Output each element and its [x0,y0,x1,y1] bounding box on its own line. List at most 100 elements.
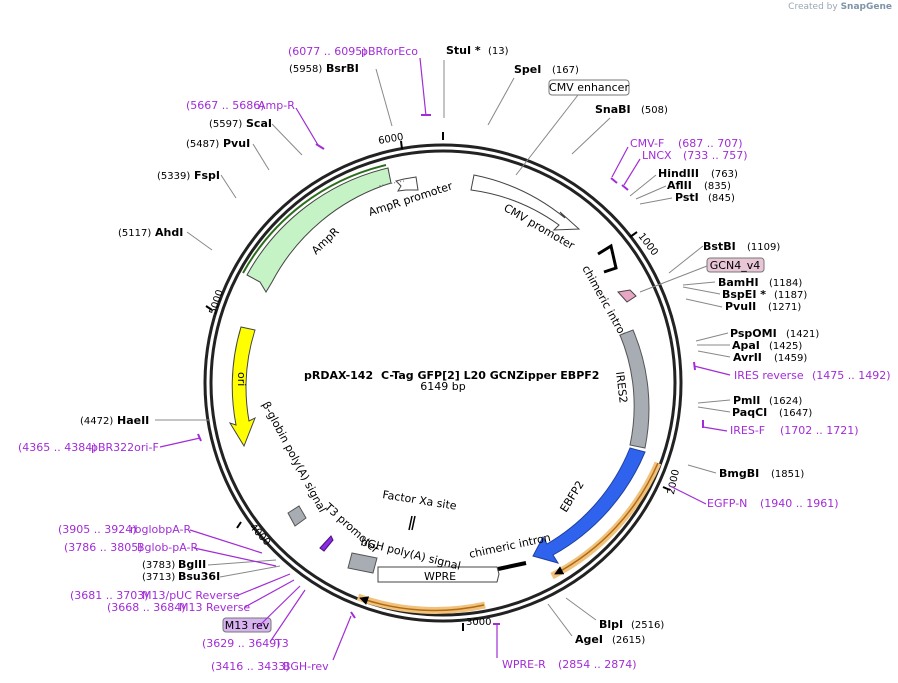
enzyme-pvuii[interactable]: PvuII [725,300,756,313]
enzyme-bsrbi[interactable]: BsrBI [326,62,359,75]
primer-t3[interactable]: T3 [274,637,289,650]
enzyme-apai[interactable]: ApaI [732,339,760,352]
gcn4-box[interactable] [706,257,765,273]
snapgene-watermark: Created by SnapGene [788,2,892,12]
enzyme-bmgbi[interactable]: BmgBI [719,467,759,480]
enzyme-sites: StuI * (13) SpeI (167) SnaBI (508) HindI… [80,44,819,646]
orf-arrow-2 [359,596,485,612]
ori-label: ori [235,372,248,386]
ampr-arrow[interactable] [246,167,392,293]
enzyme-pspomi[interactable]: PspOMI [730,327,777,340]
cmv-enhancer-label: CMV enhancer [549,81,629,94]
enzyme-pvui[interactable]: PvuI [223,137,250,150]
enzyme-snabi-pos: (508) [641,105,668,116]
m13rev-label: M13 rev [225,619,270,632]
enzyme-apai-pos: (1425) [769,341,802,352]
factor-xa-mark-1 [408,515,413,531]
primer-rbglobpa[interactable]: rbglobpA-R [130,523,191,536]
enzyme-bglii-pos: (3783) [142,560,175,571]
enzyme-hindiii[interactable]: HindIII [658,167,699,180]
enzyme-bamhi[interactable]: BamHI [718,276,759,289]
enzyme-agei-pos: (2615) [612,635,645,646]
wpre-label: WPRE [424,570,456,583]
ori-arrow[interactable] [228,326,256,448]
primer-ires-reverse-range: (1475 .. 1492) [812,369,891,382]
bgh-box[interactable] [347,552,378,574]
enzyme-fspi[interactable]: FspI [194,169,220,182]
primer-cmvf[interactable]: CMV-F [630,137,664,150]
enzyme-haeii-pos: (4472) [80,416,113,427]
enzyme-bspei[interactable]: BspEI * [722,288,766,301]
primer-m13puc[interactable]: M13/pUC Reverse [142,589,240,602]
primer-cmvf-range: (687 .. 707) [678,137,743,150]
enzyme-bsrbi-pos: (5958) [289,64,322,75]
t3-promoter-label: T3 promoter [321,500,382,556]
ampr-orf-line [242,164,387,274]
enzyme-hindiii-pos: (763) [711,169,738,180]
plasmid-description: C-Tag GFP[2] L20 GCNZipper EBPF2 [381,369,599,382]
primer-wpre-r[interactable]: WPRE-R [502,658,546,671]
primer-pbrforeco[interactable]: pBRforEco [361,45,418,58]
primer-egfp-n[interactable]: EGFP-N [707,497,747,510]
orf-arrow-1 [554,462,659,575]
m13rev-box[interactable] [222,617,272,633]
enzyme-scai[interactable]: ScaI [246,117,272,130]
chimeric-intron-2-mark [497,561,527,571]
enzyme-paqci-pos: (1647) [779,408,812,419]
enzyme-blpi[interactable]: BlpI [599,618,623,631]
cmv-enhancer-box[interactable] [548,79,630,96]
enzyme-spei[interactable]: SpeI [514,63,541,76]
enzyme-ahdi[interactable]: AhdI [155,226,183,239]
enzyme-pspomi-pos: (1421) [786,329,819,340]
watermark-brand: SnapGene [840,2,892,12]
gcn4-feature[interactable] [617,289,637,303]
enzyme-agei[interactable]: AgeI [575,633,603,646]
plasmid-size: 6149 bp [420,380,465,393]
enzyme-fspi-pos: (5339) [157,171,190,182]
tick-1000: 1000 [636,231,660,258]
enzyme-avrii[interactable]: AvrII [733,351,762,364]
ebfp2-arrow[interactable] [532,447,646,564]
enzyme-bglii[interactable]: BglII [178,558,206,571]
enzyme-aflii[interactable]: AflII [667,179,692,192]
primer-t3-range: (3629 .. 3649) [202,637,281,650]
primer-ampr[interactable]: Amp-R [258,99,295,112]
enzyme-bstbi[interactable]: BstBI [703,240,736,253]
cmv-promoter-arrow[interactable] [470,174,581,231]
enzyme-bspei-pos: (1187) [774,290,807,301]
ampr-promoter-arrow[interactable] [395,176,419,192]
primer-m13reverse[interactable]: M13 Reverse [179,601,250,614]
primer-pbr322ori-range: (4365 .. 4384) [18,441,97,454]
tick-2000: 2000 [666,468,682,495]
factor-xa-label: Factor Xa site [382,488,458,513]
bglobin-box[interactable] [287,505,307,527]
primer-pbr322ori[interactable]: pBR322ori-F [91,441,159,454]
chimeric-intron-1-mark [597,243,618,274]
enzyme-psti[interactable]: PstI [675,191,699,204]
enzyme-stui-pos: (13) [488,46,509,57]
primer-lncx-range: (733 .. 757) [683,149,748,162]
enzyme-scai-pos: (5597) [209,119,242,130]
ires2-arrow[interactable] [619,329,650,449]
enzyme-haeii[interactable]: HaeII [117,414,149,427]
backbone-inner [209,149,677,617]
primer-ires-f[interactable]: IRES-F [730,424,765,437]
wpre-arrow[interactable] [377,566,500,583]
chimeric-intron-1-label: chimeric intron [579,263,631,342]
primer-rbglobpa-range: (3905 .. 3924) [58,523,137,536]
t3-promoter-arrow[interactable] [319,535,334,552]
tick-3000: 3000 [466,617,491,628]
enzyme-pmli[interactable]: PmlI [733,394,760,407]
primer-lncx[interactable]: LNCX [642,149,672,162]
primer-bglobpa[interactable]: Bglob-pA-R [137,541,199,554]
enzyme-paqci[interactable]: PaqCI [732,406,767,419]
enzyme-snabi[interactable]: SnaBI [595,103,631,116]
primer-ires-reverse[interactable]: IRES reverse [734,369,804,382]
primer-bghrev[interactable]: BGH-rev [283,660,329,673]
ampr-label: AmpR [309,225,342,257]
primer-egfp-n-range: (1940 .. 1961) [760,497,839,510]
enzyme-aflii-pos: (835) [704,181,731,192]
enzyme-stui[interactable]: StuI * [446,44,481,57]
enzyme-bsu36i[interactable]: Bsu36I [178,570,220,583]
